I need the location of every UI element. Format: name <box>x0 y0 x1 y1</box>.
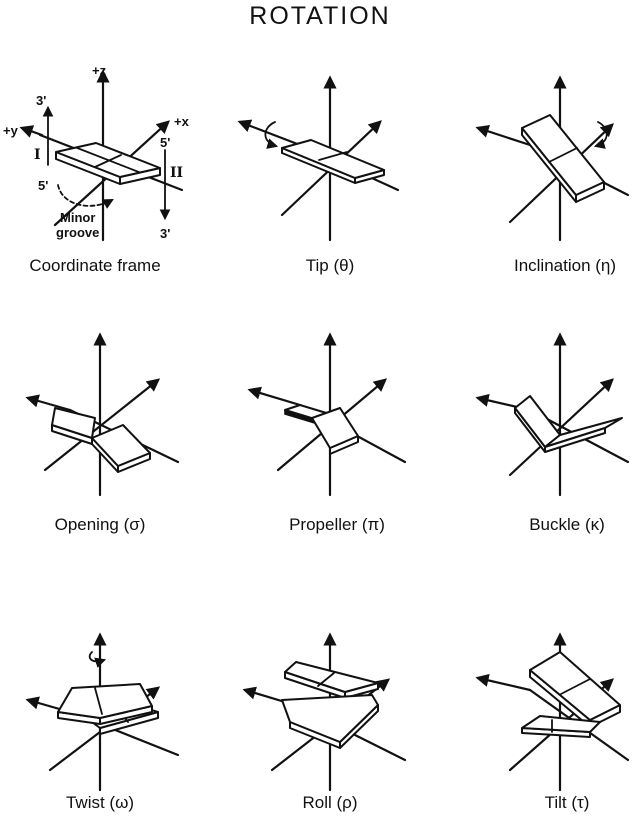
panel-buckle <box>475 332 630 497</box>
label-plus-x: +x <box>174 114 190 129</box>
panel-tilt <box>475 632 630 792</box>
base-pair-slab <box>521 114 605 203</box>
caption-opening: Opening (σ) <box>55 515 146 534</box>
base-pair-slab <box>281 139 385 184</box>
label-strand-one: I <box>34 147 41 163</box>
caption-inclination: Inclination (η) <box>514 256 616 275</box>
panel-roll <box>242 632 407 792</box>
panel-propeller <box>247 332 407 497</box>
base-pair-slab-lower <box>521 715 601 738</box>
base-pair-slab-lower <box>281 694 379 749</box>
panel-coordinate-frame: +z +x +y 3' I 5' 5' II 3' Minor groove <box>3 63 190 242</box>
label-five-prime-right: 5' <box>160 135 170 150</box>
y-axis-arrow <box>19 125 44 138</box>
base-pair-slab <box>514 395 623 453</box>
base-pair-slab <box>55 142 161 185</box>
label-plus-y: +y <box>3 123 19 138</box>
base-pair-slab-right <box>91 424 151 473</box>
label-three-prime-right: 3' <box>160 226 170 241</box>
caption-tilt: Tilt (τ) <box>545 793 590 812</box>
label-plus-z: +z <box>92 63 107 78</box>
panel-inclination <box>475 75 630 242</box>
label-minor: Minor <box>60 210 95 225</box>
label-three-prime-left: 3' <box>36 93 46 108</box>
base-pair-slab-right <box>311 407 359 455</box>
panel-tip <box>237 75 400 242</box>
label-groove: groove <box>56 225 99 240</box>
caption-propeller: Propeller (π) <box>289 515 385 534</box>
panel-twist <box>25 632 180 792</box>
minor-groove-arc <box>57 184 114 209</box>
base-pair-slab-upper <box>284 661 379 699</box>
caption-coordinate-frame: Coordinate frame <box>29 256 160 275</box>
base-pair-slab-left <box>51 407 96 445</box>
caption-roll: Roll (ρ) <box>302 793 357 812</box>
caption-buckle: Buckle (κ) <box>529 515 605 534</box>
panel-opening <box>25 332 180 497</box>
figure-title: ROTATION <box>249 2 390 30</box>
label-strand-two: II <box>170 165 183 181</box>
caption-tip: Tip (θ) <box>306 256 355 275</box>
label-five-prime-left: 5' <box>38 178 48 193</box>
base-pair-slab-upper <box>57 683 153 725</box>
caption-twist: Twist (ω) <box>66 793 134 812</box>
